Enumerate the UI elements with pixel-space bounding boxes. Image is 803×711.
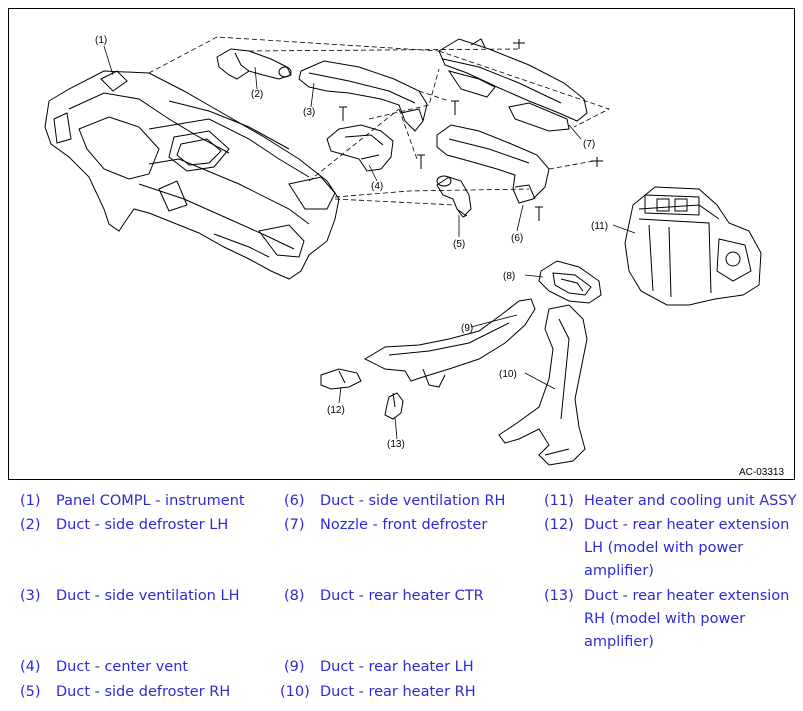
callout-13: (13) — [387, 439, 405, 450]
part-duct-side-defroster-lh — [216, 48, 292, 80]
callout-4: (4) — [371, 181, 383, 192]
legend-item-1: (1)Panel COMPL - instrument — [20, 493, 245, 509]
part-heater-cooling-unit — [624, 186, 762, 306]
legend-item-11: (11)Heater and cooling unit ASSY — [544, 493, 797, 509]
part-duct-center-vent — [326, 124, 394, 172]
callout-9: (9) — [461, 323, 473, 334]
legend-item-4: (4)Duct - center vent — [20, 659, 189, 675]
legend-item-8: (8)Duct - rear heater CTR — [284, 588, 484, 604]
part-duct-side-defroster-rh — [436, 175, 472, 218]
part-duct-side-ventilation-lh — [298, 60, 428, 132]
part-duct-rear-heater-ctr — [538, 260, 602, 304]
callout-2: (2) — [251, 89, 263, 100]
callout-5: (5) — [453, 239, 465, 250]
fasteners — [339, 39, 603, 221]
callout-3: (3) — [303, 107, 315, 118]
callout-12: (12) — [327, 405, 345, 416]
legend-item-7: (7)Nozzle - front defroster — [284, 517, 488, 533]
callout-6: (6) — [511, 233, 523, 244]
part-instrument-panel — [44, 70, 340, 280]
parts-legend: (1)Panel COMPL - instrument (2)Duct - si… — [0, 484, 803, 711]
legend-item-12: (12)Duct - rear heater extension LH (mod… — [544, 517, 790, 579]
callout-1: (1) — [95, 35, 107, 46]
part-duct-rear-heater-lh — [363, 298, 536, 388]
callout-8: (8) — [503, 271, 515, 282]
legend-item-9: (9)Duct - rear heater LH — [284, 659, 474, 675]
part-duct-rear-heater-rh — [498, 304, 588, 466]
callout-7: (7) — [583, 139, 595, 150]
exploded-diagram: (1) (2) (3) (4) (5) (6) (7) (8) (11) (9)… — [8, 8, 795, 480]
figure-code: AC-03313 — [739, 467, 784, 478]
leader-lines — [103, 45, 636, 440]
part-duct-rear-extension-rh — [384, 392, 404, 420]
part-duct-side-ventilation-rh — [436, 124, 550, 204]
diagram-drawing: (1) (2) (3) (4) (5) (6) (7) (8) (11) (9)… — [44, 35, 784, 478]
alignment-lines — [148, 36, 611, 206]
legend-item-10: (10)Duct - rear heater RH — [280, 684, 476, 700]
part-nozzle-front-defroster — [438, 38, 588, 132]
legend-item-3: (3)Duct - side ventilation LH — [20, 588, 240, 604]
callout-11: (11) — [591, 221, 608, 232]
callout-10: (10) — [499, 369, 517, 380]
legend-item-5: (5)Duct - side defroster RH — [20, 684, 231, 700]
legend-item-13: (13)Duct - rear heater extension RH (mod… — [544, 588, 790, 650]
part-duct-rear-extension-lh — [320, 368, 362, 390]
legend-item-2: (2)Duct - side defroster LH — [20, 517, 229, 533]
legend-item-6: (6)Duct - side ventilation RH — [284, 493, 506, 509]
